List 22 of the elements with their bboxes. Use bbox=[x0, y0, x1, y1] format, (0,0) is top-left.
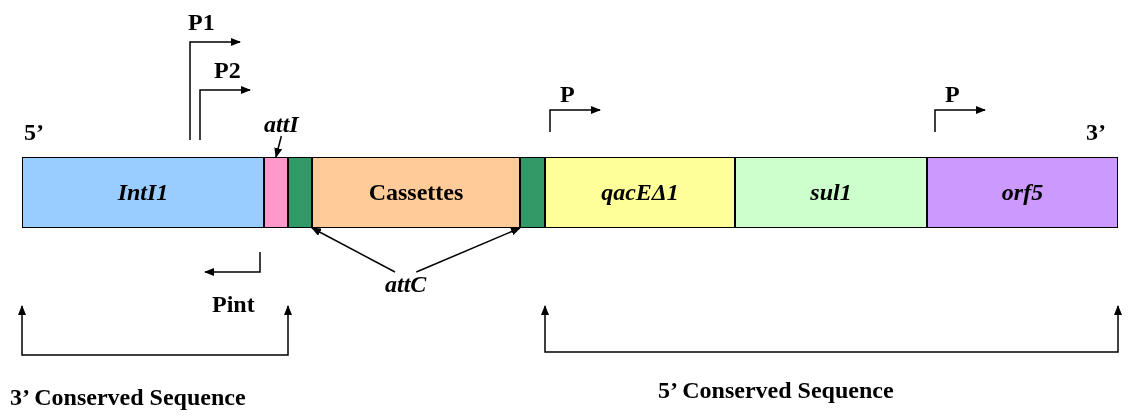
leader-arrow bbox=[311, 227, 396, 273]
leader-arrow bbox=[415, 227, 521, 273]
gene-segment: sul1 bbox=[735, 157, 927, 228]
site-label: attI bbox=[264, 112, 299, 136]
promoter-label: P1 bbox=[188, 10, 215, 34]
site-segment bbox=[520, 157, 545, 228]
gene-segment: qacEΔ1 bbox=[545, 157, 735, 228]
gene-segment: orf5 bbox=[927, 157, 1118, 228]
promoter-label: P bbox=[945, 82, 960, 106]
promoter-label: P2 bbox=[214, 58, 241, 82]
gene-segment: IntI1 bbox=[22, 157, 264, 228]
region-label: 5’ Conserved Sequence bbox=[658, 378, 894, 402]
site-segment bbox=[288, 157, 312, 228]
end-label: 3’ bbox=[1086, 120, 1106, 144]
region-label: 3’ Conserved Sequence bbox=[10, 385, 246, 409]
leader-arrow bbox=[274, 135, 283, 158]
promoter-label: Pint bbox=[212, 292, 255, 316]
gene-segment: Cassettes bbox=[312, 157, 520, 228]
site-segment bbox=[264, 157, 288, 228]
site-label: attC bbox=[385, 272, 427, 296]
end-label: 5’ bbox=[24, 120, 44, 144]
promoter-label: P bbox=[560, 82, 575, 106]
